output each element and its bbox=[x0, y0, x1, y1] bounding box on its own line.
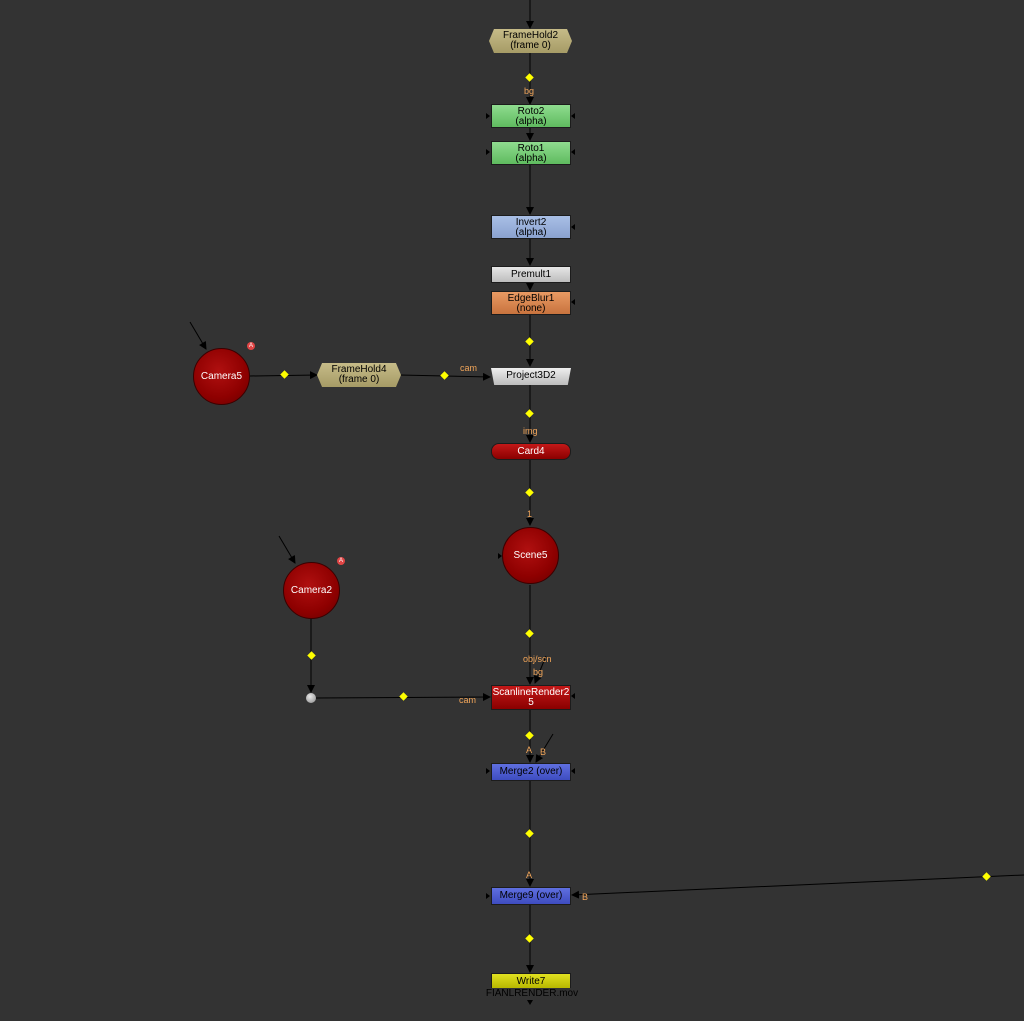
node-merge9[interactable]: Merge9 (over) bbox=[491, 887, 571, 905]
node-framehold4[interactable]: FrameHold4 (frame 0) bbox=[317, 363, 401, 387]
node-label: Write7 bbox=[516, 976, 546, 987]
pipe-camera2-in bbox=[278, 535, 296, 564]
node-label: Camera5 bbox=[200, 371, 243, 382]
input-label-bg: bg bbox=[524, 86, 535, 96]
input-label-bg: bg bbox=[533, 667, 544, 677]
node-label: Project3D2 bbox=[506, 370, 556, 381]
node-label: Premult1 bbox=[510, 269, 551, 280]
node-label: Camera2 bbox=[290, 585, 333, 596]
node-merge2[interactable]: Merge2 (over) bbox=[491, 763, 571, 781]
node-label: Scene5 bbox=[513, 550, 548, 561]
input-label-cam: cam bbox=[459, 695, 477, 705]
input-label-cam: cam bbox=[460, 363, 478, 373]
handle[interactable] bbox=[525, 409, 534, 418]
camera-animated-badge: A bbox=[247, 342, 255, 350]
input-label-b: B bbox=[540, 747, 547, 757]
node-scanlinerender2[interactable]: ScanlineRender2 5 bbox=[491, 685, 571, 710]
output-arrow bbox=[527, 1000, 533, 1005]
mask-input-arrow bbox=[498, 553, 502, 559]
handle[interactable] bbox=[525, 337, 534, 346]
node-card4[interactable]: Card4 bbox=[491, 443, 571, 460]
handle[interactable] bbox=[525, 829, 534, 838]
pipe-scanline-bg-in bbox=[533, 655, 547, 684]
handle[interactable] bbox=[525, 629, 534, 638]
mask-input-arrow bbox=[571, 149, 575, 155]
node-write7[interactable]: Write7 bbox=[491, 973, 571, 988]
node-label: Invert2 bbox=[515, 217, 547, 228]
mask-input-arrow bbox=[571, 224, 575, 230]
node-sublabel: (none) bbox=[516, 303, 546, 314]
pipe-dot[interactable] bbox=[306, 693, 316, 703]
input-label-1: 1 bbox=[527, 509, 533, 519]
pipe-camera5-in bbox=[189, 321, 207, 350]
node-project3d2[interactable]: Project3D2 bbox=[491, 368, 571, 385]
node-sublabel: (alpha) bbox=[515, 227, 547, 238]
node-camera2[interactable]: Camera2 bbox=[283, 562, 340, 619]
node-label: EdgeBlur1 bbox=[507, 293, 555, 304]
handle[interactable] bbox=[307, 651, 316, 660]
node-invert2[interactable]: Invert2 (alpha) bbox=[491, 215, 571, 239]
node-label: Roto2 bbox=[517, 106, 545, 117]
mask-input-arrow bbox=[486, 113, 490, 119]
handle[interactable] bbox=[525, 488, 534, 497]
mask-input-arrow bbox=[571, 113, 575, 119]
node-premult1[interactable]: Premult1 bbox=[491, 266, 571, 283]
mask-input-arrow bbox=[486, 768, 490, 774]
node-sublabel: (frame 0) bbox=[338, 374, 380, 385]
node-label: Card4 bbox=[517, 446, 545, 457]
input-label-b: B bbox=[582, 892, 589, 902]
node-roto2[interactable]: Roto2 (alpha) bbox=[491, 104, 571, 128]
node-label: ScanlineRender2 bbox=[492, 687, 570, 698]
mask-input-arrow bbox=[571, 299, 575, 305]
node-label: Merge2 (over) bbox=[499, 766, 563, 777]
mask-input-arrow bbox=[571, 693, 575, 699]
handle[interactable] bbox=[982, 872, 991, 881]
input-label-a: A bbox=[526, 745, 533, 755]
camera-animated-badge: A bbox=[337, 557, 345, 565]
handle[interactable] bbox=[399, 692, 408, 701]
node-framehold2[interactable]: FrameHold2 (frame 0) bbox=[489, 29, 572, 53]
node-sublabel: (frame 0) bbox=[510, 40, 551, 51]
node-label: Roto1 bbox=[517, 143, 545, 154]
mask-input-arrow bbox=[486, 149, 490, 155]
node-sublabel: 5 bbox=[528, 697, 534, 708]
input-label-a: A bbox=[526, 870, 533, 880]
handle[interactable] bbox=[440, 371, 449, 380]
node-scene5[interactable]: Scene5 bbox=[502, 527, 559, 584]
pipe-merge9-b-in bbox=[571, 874, 1024, 899]
handle[interactable] bbox=[280, 370, 289, 379]
node-roto1[interactable]: Roto1 (alpha) bbox=[491, 141, 571, 165]
node-edgeblur1[interactable]: EdgeBlur1 (none) bbox=[491, 291, 571, 315]
handle[interactable] bbox=[525, 731, 534, 740]
input-label-img: img bbox=[523, 426, 538, 436]
mask-input-arrow bbox=[486, 893, 490, 899]
node-sublabel: FIANLRENDER.mov bbox=[485, 988, 579, 999]
node-label: Merge9 (over) bbox=[499, 890, 563, 901]
handle[interactable] bbox=[525, 934, 534, 943]
node-label: FrameHold2 bbox=[502, 30, 559, 41]
node-label: FrameHold4 bbox=[331, 364, 387, 375]
handle[interactable] bbox=[525, 73, 534, 82]
mask-input-arrow bbox=[571, 768, 575, 774]
node-sublabel: (alpha) bbox=[515, 153, 547, 164]
node-sublabel: (alpha) bbox=[515, 116, 547, 127]
pipe-merge2-b-in bbox=[535, 733, 554, 763]
node-camera5[interactable]: Camera5 bbox=[193, 348, 250, 405]
input-label-obj-scn: obj/scn bbox=[523, 654, 552, 664]
